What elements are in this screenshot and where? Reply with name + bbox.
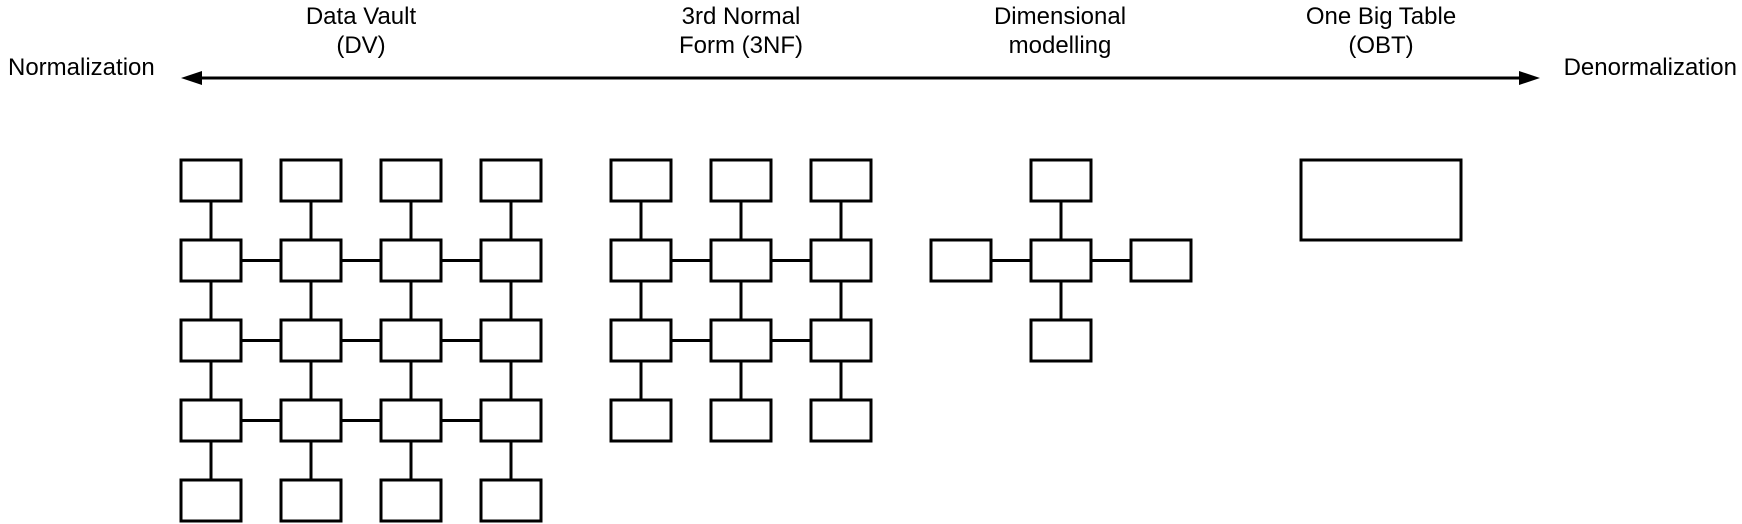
data-vault-entity-box: [279, 318, 343, 363]
data-vault-entity-box: [279, 238, 343, 283]
data-vault-entity-box: [479, 398, 543, 443]
data-vault-entity-box: [279, 478, 343, 523]
dimensional-dimension-box: [1029, 318, 1093, 363]
approach-label-line: modelling: [1008, 32, 1112, 59]
3nf-entity-box: [609, 398, 673, 443]
approach-label-line: 3rd Normal: [681, 3, 801, 30]
approach-label-line: Form (3NF): [679, 32, 803, 59]
dimensional-dimension-box: [1129, 238, 1193, 283]
3nf-entity-box: [609, 238, 673, 283]
arrowhead-left-icon: [181, 71, 202, 85]
data-vault-entity-box: [279, 158, 343, 203]
approach-label-line: One Big Table: [1305, 3, 1457, 30]
approach-label-line: (DV): [336, 32, 386, 59]
3nf-entity-box: [609, 318, 673, 363]
data-vault-entity-box: [179, 478, 243, 523]
denormalization-label: Denormalization: [1563, 54, 1737, 81]
data-vault-entity-box: [179, 238, 243, 283]
3nf-entity-box: [809, 398, 873, 443]
data-vault-entity-box: [279, 398, 343, 443]
dimensional-dimension-box: [1029, 158, 1093, 203]
data-vault-entity-box: [479, 318, 543, 363]
3nf-entity-box: [609, 158, 673, 203]
data-vault-entity-box: [179, 158, 243, 203]
3nf-entity-box: [709, 398, 773, 443]
approach-label-obt: One Big Table(OBT): [1306, 2, 1456, 60]
approach-label-line: (OBT): [1348, 32, 1414, 59]
data-vault-entity-box: [379, 238, 443, 283]
data-vault-entity-box: [379, 478, 443, 523]
dimensional-fact-box: [1029, 238, 1093, 283]
data-vault-entity-box: [179, 398, 243, 443]
3nf-entity-box: [809, 318, 873, 363]
data-vault-entity-box: [179, 318, 243, 363]
data-vault-entity-box: [479, 238, 543, 283]
3nf-entity-box: [709, 158, 773, 203]
data-vault-entity-box: [379, 398, 443, 443]
3nf-entity-box: [709, 318, 773, 363]
approach-label-line: Data Vault: [305, 3, 417, 30]
data-vault-entity-box: [379, 158, 443, 203]
approach-label-data-vault: Data Vault(DV): [306, 2, 416, 60]
normalization-label: Normalization: [8, 54, 155, 81]
arrowhead-right-icon: [1519, 71, 1540, 85]
obt-big-table-box: [1299, 158, 1463, 242]
data-vault-entity-box: [479, 478, 543, 523]
3nf-entity-box: [809, 238, 873, 283]
3nf-entity-box: [709, 238, 773, 283]
data-vault-entity-box: [379, 318, 443, 363]
3nf-entity-box: [809, 158, 873, 203]
dimensional-dimension-box: [929, 238, 993, 283]
data-vault-entity-box: [479, 158, 543, 203]
approach-label-line: Dimensional: [993, 3, 1127, 30]
